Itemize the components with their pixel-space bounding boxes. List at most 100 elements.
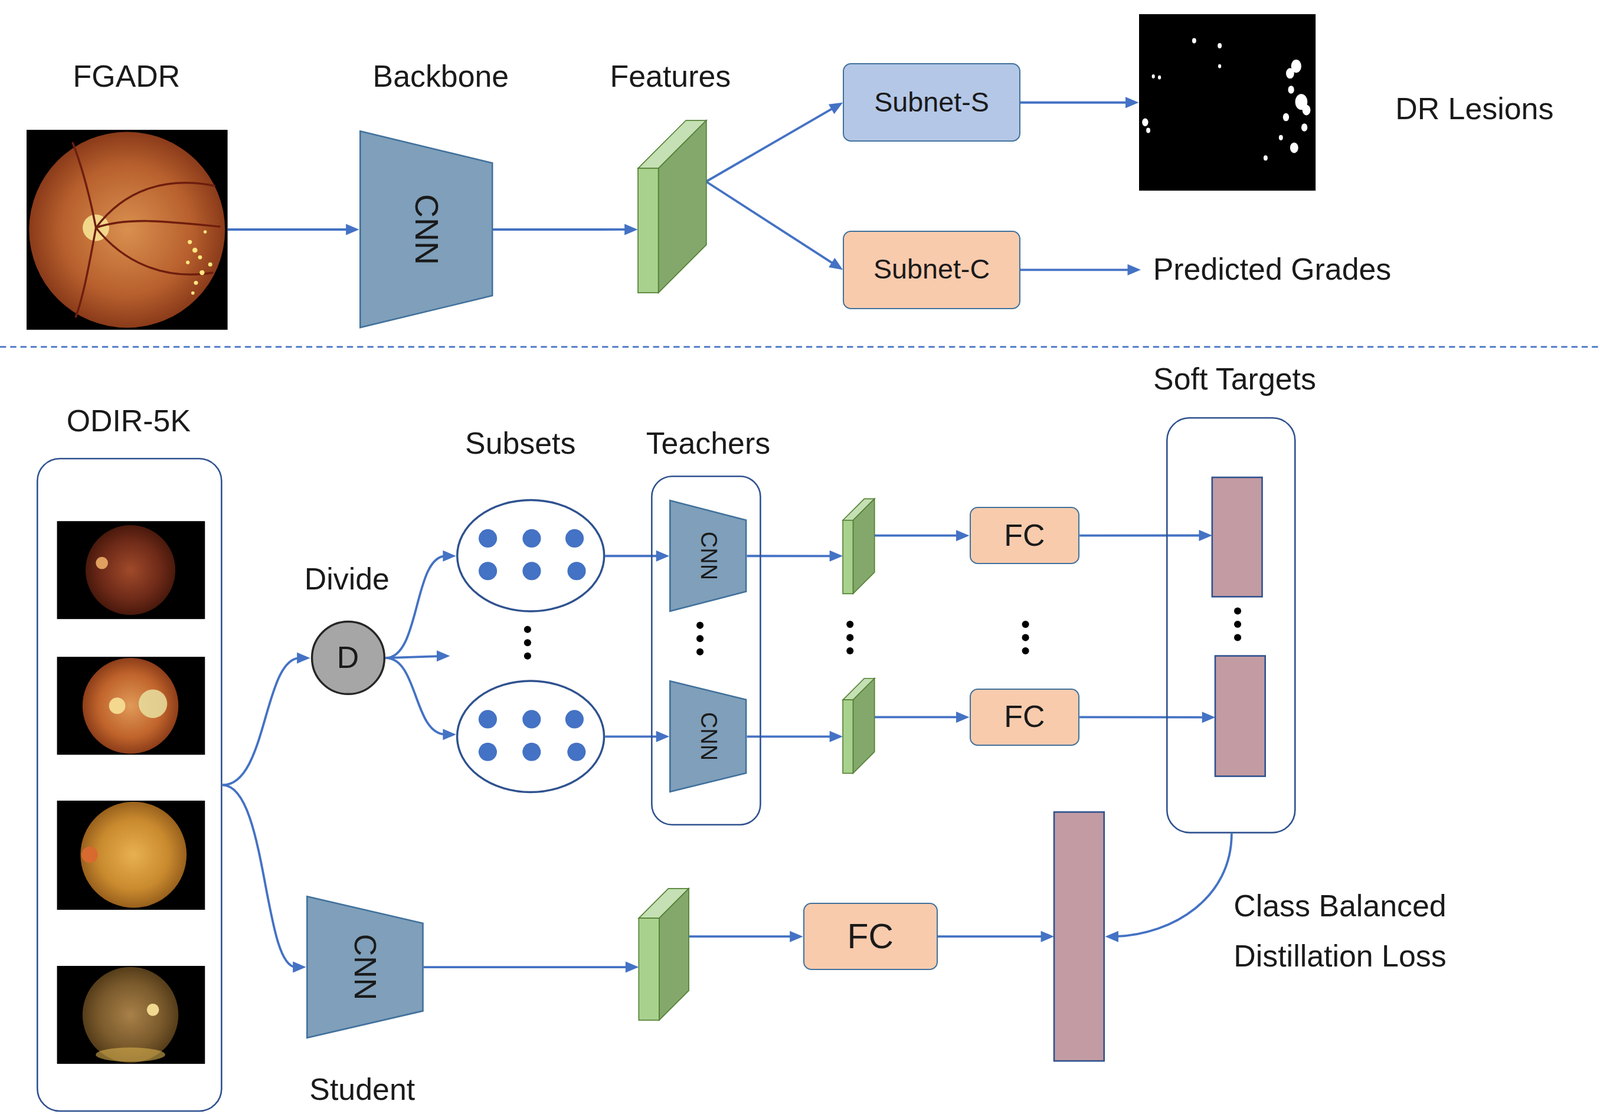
connector-line: [222, 784, 296, 968]
arrow-head: [436, 650, 450, 662]
arrow-head: [828, 257, 843, 270]
output-label: Predicted Grades: [1153, 252, 1392, 288]
subset-ellipse-shape: [478, 562, 497, 581]
feature-map-shape: [658, 120, 706, 293]
part-title: Features: [610, 59, 732, 95]
dataset-panel-shape: [96, 557, 109, 570]
ellipsis-dots: [524, 639, 532, 647]
fundus-image-shape: [191, 290, 195, 295]
connector-line: [874, 534, 960, 538]
connector-line: [423, 966, 630, 969]
subset-ellipse-shape: [567, 562, 586, 581]
text-holder: Backbone: [372, 59, 510, 95]
text-holder: Soft Targets: [1153, 361, 1317, 398]
cnn-trapezoid: CNN: [669, 499, 747, 613]
arrow-head: [292, 962, 306, 974]
divide-circle-shape: [311, 622, 385, 695]
connector-arrow: [1079, 529, 1213, 542]
subset-ellipse-shape: [522, 562, 541, 581]
part-title: Divide: [304, 561, 390, 598]
text-holder: FGADR: [73, 59, 181, 95]
connector-line: [492, 228, 628, 231]
connector-arrow: [222, 784, 307, 973]
arrow-head: [1125, 96, 1139, 109]
connector-arrow: [604, 550, 670, 562]
arrow-head: [625, 962, 639, 974]
soft-target-group-shape: [1234, 607, 1242, 615]
fundus-image-shape: [75, 227, 97, 318]
fundus-image-shape: [203, 230, 208, 234]
subset-ellipse-shape: [456, 498, 605, 614]
text-holder: Subsets: [465, 426, 576, 462]
dataset-panel-shape: [85, 525, 176, 615]
fundus-image-shape: [26, 129, 228, 330]
subset-ellipse: [478, 709, 497, 729]
text-holder: Teachers: [646, 426, 771, 462]
connector-arrow: [227, 223, 360, 235]
text-holder: CNN: [695, 712, 722, 761]
dataset-panel-shape: [82, 967, 179, 1064]
dataset-title: ODIR-5K: [66, 403, 191, 440]
cnn-label: CNN: [347, 934, 383, 1001]
dataset-panel-shape: [146, 1003, 160, 1017]
divide-circle: DivideD: [310, 620, 386, 696]
soft-target-group-shape: [1166, 417, 1297, 834]
cnn-trapezoid: CNN: [669, 680, 747, 793]
connector-arrow: [705, 102, 843, 182]
lesion-mask-shape: [1263, 155, 1268, 161]
ellipsis-dots: [696, 635, 704, 643]
layout-arrow: [937, 935, 1045, 938]
fundus-image-shape: [72, 141, 221, 317]
group-title: Soft Targets: [1153, 361, 1317, 398]
subset-ellipse: [522, 709, 541, 729]
ellipsis-dots: [846, 634, 854, 642]
text-holder: FC: [847, 916, 894, 957]
connector-arrow: [222, 652, 311, 786]
part-title: Student: [309, 1072, 415, 1108]
lesion-mask-shape: [1191, 38, 1196, 44]
connector-line: [222, 658, 300, 785]
cnn-trapezoid-shape: [669, 500, 746, 612]
layout-arrow: [385, 658, 447, 735]
fc-box: FC: [969, 506, 1081, 565]
cnn-label: CNN: [695, 531, 722, 581]
fundus-image-shape: [185, 230, 213, 295]
dataset-panel-shape: [57, 656, 206, 755]
fundus-image-shape: [26, 129, 228, 330]
arrow-head: [442, 550, 456, 562]
teacher-group: TeachersCNNCNN: [650, 475, 762, 826]
subset-ellipse: [457, 681, 605, 793]
lesion-mask: DR Lesions: [1139, 14, 1316, 191]
subset-ellipse: [567, 743, 586, 762]
connector-line: [1020, 268, 1131, 271]
subset-ellipse: [457, 681, 605, 793]
dataset-panel-shape: [36, 457, 223, 1112]
feature-map: [659, 888, 689, 1021]
arrow-head: [656, 731, 670, 743]
fc-box: FC: [969, 688, 1081, 746]
text-holder: FC: [1003, 699, 1045, 736]
box-label: FC: [1003, 699, 1045, 736]
process-box: Subnet-S: [842, 63, 1021, 142]
cnn-trapezoid-shape: [669, 681, 746, 793]
box-label: Subnet-C: [873, 253, 990, 286]
lesion-mask-shape: [1300, 123, 1307, 132]
arrow-head: [1041, 931, 1055, 943]
text-holder: CNN: [407, 194, 446, 265]
text-holder: FC: [1003, 518, 1045, 554]
box-label: FC: [847, 916, 894, 957]
cnn-label: CNN: [407, 194, 446, 265]
arrow-head: [829, 550, 843, 562]
soft-target-group-shape: [1215, 656, 1266, 777]
layout-arrow: [1115, 833, 1232, 938]
output-label: DR Lesions: [1395, 91, 1554, 127]
fc-box: FC: [803, 902, 938, 971]
connector-line: [227, 228, 350, 231]
soft-target-group: Soft Targets: [1166, 417, 1297, 834]
connector-arrow: [385, 550, 457, 659]
lesion-mask-shape: [1157, 75, 1161, 80]
arrow-head: [436, 650, 1119, 942]
connector-arrow: [492, 223, 638, 235]
arrow-head: [656, 550, 670, 562]
